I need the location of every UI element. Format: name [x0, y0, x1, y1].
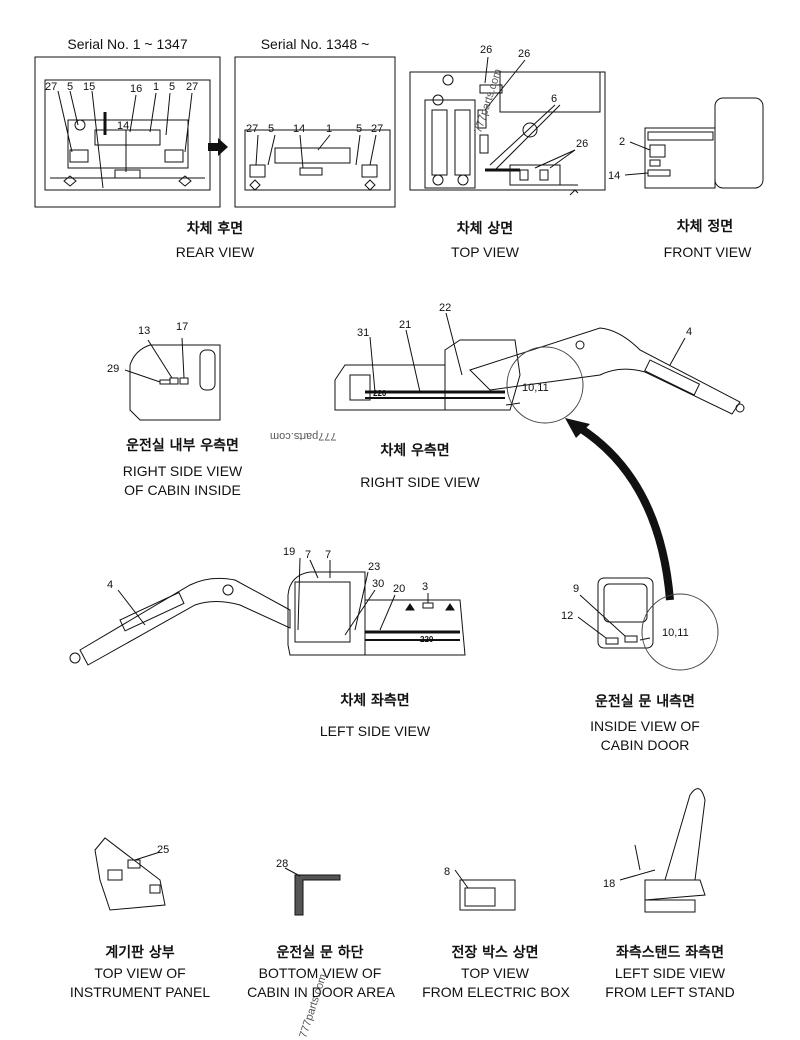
door-bottom-title-ko: 운전실 문 하단: [276, 945, 364, 961]
callout: 31: [357, 327, 369, 339]
callout: 5: [169, 81, 175, 93]
instrument-title-ko: 계기판 상부: [105, 945, 175, 961]
top-view-title-en: TOP VIEW: [451, 244, 519, 260]
watermark: 777parts.com: [270, 430, 337, 442]
door-view-title-en1: INSIDE VIEW OF: [590, 718, 700, 734]
door-view-title-ko: 운전실 문 내측면: [595, 694, 695, 710]
callout: 22: [439, 302, 451, 314]
rear-view-title-en: REAR VIEW: [175, 244, 255, 260]
callout: 10,11: [662, 627, 689, 639]
rear-view-new: [234, 56, 396, 208]
serial-label-old: Serial No. 1 ~ 1347: [67, 36, 188, 52]
top-view-title-ko: 차체 상면: [456, 221, 514, 237]
instrument-title-en2: INSTRUMENT PANEL: [69, 984, 211, 1000]
left-stand-title-en2: FROM LEFT STAND: [605, 984, 735, 1000]
callout: 14: [608, 170, 620, 182]
callout: 3: [422, 581, 428, 593]
callout: 5: [268, 123, 274, 135]
electric-box-title-en1: TOP VIEW: [461, 965, 529, 981]
callout: 25: [157, 844, 169, 856]
door-view-title-en2: CABIN DOOR: [600, 737, 690, 753]
cabin-inside-right: [124, 337, 221, 421]
right-view-title-ko: 차체 우측면: [380, 443, 450, 459]
machine-right-side: [334, 312, 745, 424]
callout: 7: [325, 549, 331, 561]
callout: 7: [305, 549, 311, 561]
callout: 12: [561, 610, 573, 622]
callout: 9: [573, 583, 579, 595]
callout: 19: [283, 546, 295, 558]
callout: 27: [186, 81, 198, 93]
callout: 26: [518, 48, 530, 60]
callout: 4: [107, 579, 113, 591]
front-view-title-ko: 차체 정면: [676, 219, 734, 235]
door-bottom-title-en1: BOTTOM VIEW OF: [258, 965, 382, 981]
callout: 18: [603, 878, 615, 890]
left-view-title-en: LEFT SIDE VIEW: [319, 723, 431, 739]
callout: 27: [246, 123, 258, 135]
electric-box-title-en2: FROM ELECTRIC BOX: [422, 984, 570, 1000]
operator-seat: [619, 788, 706, 913]
instrument-panel: [94, 837, 166, 911]
curved-arrow-icon: [565, 418, 674, 601]
callout: 1: [153, 81, 159, 93]
callout: 17: [176, 321, 188, 333]
model-badge: 220: [420, 635, 434, 644]
callout: 13: [138, 325, 150, 337]
left-view-title-ko: 차체 좌측면: [340, 693, 410, 709]
cabin-right-title-ko: 운전실 내부 우측면: [126, 438, 239, 454]
rear-view-old: [34, 56, 221, 208]
callout: 10,11: [522, 382, 549, 394]
top-view: [409, 56, 606, 196]
electric-box: [454, 869, 516, 911]
callout: 1: [326, 123, 332, 135]
callout: 14: [293, 123, 305, 135]
cabin-right-title-en1: RIGHT SIDE VIEW: [122, 463, 243, 479]
callout: 27: [45, 81, 57, 93]
callout: 8: [444, 866, 450, 878]
left-stand-title-en1: LEFT SIDE VIEW: [614, 965, 726, 981]
callout: 15: [83, 81, 95, 93]
callout: 30: [372, 578, 384, 590]
door-bottom-title-en2: CABIN IN DOOR AREA: [247, 984, 395, 1000]
door-bottom-part: [284, 867, 341, 916]
callout: 2: [619, 136, 625, 148]
cabin-door: [577, 577, 719, 671]
model-badge: 220: [373, 389, 387, 398]
machine-left-side: [69, 557, 466, 666]
callout: 6: [551, 93, 557, 105]
front-view-title-en: FRONT VIEW: [663, 244, 752, 260]
callout: 5: [67, 81, 73, 93]
arrow-icon: [208, 138, 228, 156]
rear-view-title-ko: 차체 후면: [186, 221, 244, 237]
callout: 14: [117, 120, 129, 132]
callout: 23: [368, 561, 380, 573]
callout-labels: 27 5 15 16 1 5 27 14 27 5 14 1 5 27 26 2…: [45, 44, 692, 890]
callout: 5: [356, 123, 362, 135]
callout: 29: [107, 363, 119, 375]
right-view-title-en: RIGHT SIDE VIEW: [360, 474, 480, 490]
instrument-title-en1: TOP VIEW OF: [94, 965, 186, 981]
electric-box-title-ko: 전장 박스 상면: [451, 945, 539, 961]
callout: 21: [399, 319, 411, 331]
callout: 20: [393, 583, 405, 595]
cabin-right-title-en2: OF CABIN INSIDE: [124, 482, 241, 498]
serial-label-new: Serial No. 1348 ~: [260, 36, 370, 52]
callout: 26: [576, 138, 588, 150]
callout: 16: [130, 83, 142, 95]
left-stand-title-ko: 좌측스탠드 좌측면: [616, 945, 724, 961]
front-view: [624, 97, 764, 189]
callout: 4: [686, 326, 692, 338]
callout: 26: [480, 44, 492, 56]
callout: 28: [276, 858, 288, 870]
callout: 27: [371, 123, 383, 135]
